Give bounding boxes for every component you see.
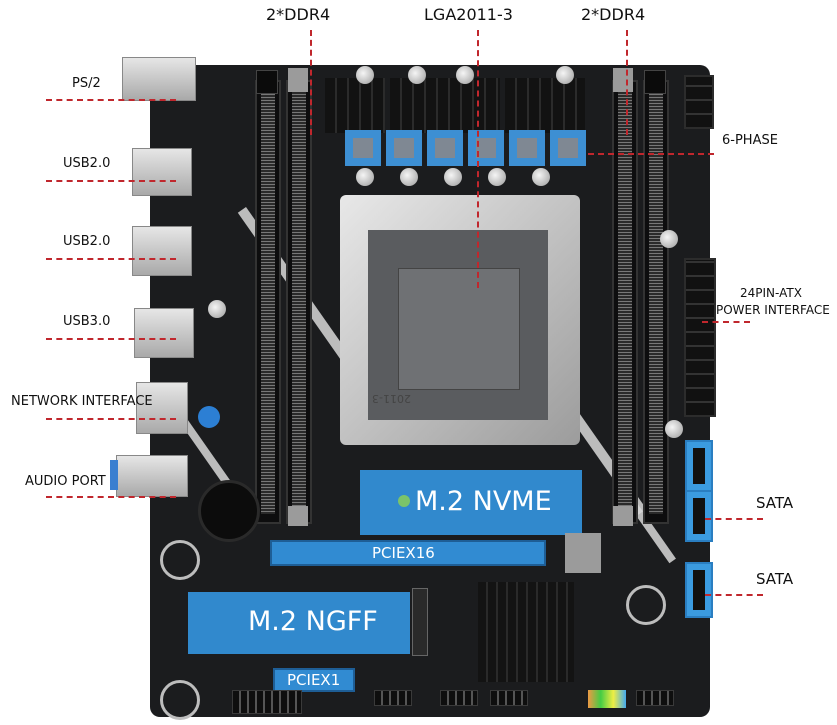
- pcie-x1-label: PCIEX1: [287, 671, 341, 689]
- capacitor: [660, 230, 678, 248]
- vrm-phase-5: [509, 130, 545, 166]
- callout-line: [702, 321, 750, 323]
- m2-connector: [412, 588, 428, 656]
- callout-line: [477, 30, 479, 288]
- pin-header: [636, 690, 674, 706]
- capacitor: [208, 300, 226, 318]
- callout-atx-line1: 24PIN-ATX: [740, 286, 802, 300]
- callout-line: [46, 180, 176, 182]
- dimm-latch: [256, 70, 278, 94]
- socket-stamp: 2011-3: [372, 392, 411, 405]
- ps2-port: [122, 57, 196, 101]
- pin-header: [374, 690, 412, 706]
- callout-usb2-lower: USB2.0: [63, 234, 111, 249]
- dimm-slot-a2: [286, 80, 312, 524]
- callout-usb2-upper: USB2.0: [63, 156, 111, 171]
- pin-header: [440, 690, 478, 706]
- chipset-heatsink: [478, 582, 574, 682]
- callout-line: [626, 30, 628, 135]
- callout-line: [46, 99, 176, 101]
- vrm-phase-1: [345, 130, 381, 166]
- m2-ngff-slot: M.2 NGFF: [188, 592, 410, 654]
- pin-header: [490, 690, 528, 706]
- callout-ddr4-right: 2*DDR4: [581, 5, 646, 24]
- m2-nvme-label: M.2 NVME: [415, 486, 552, 517]
- capacitor: [356, 168, 374, 186]
- callout-ddr4-left: 2*DDR4: [266, 5, 331, 24]
- vrm-phase-6: [550, 130, 586, 166]
- capacitor: [488, 168, 506, 186]
- vrm-heatsink: [390, 78, 500, 133]
- m2-nvme-slot: M.2 NVME: [360, 470, 582, 535]
- callout-line: [46, 418, 176, 420]
- usb2-port-upper: [132, 148, 192, 196]
- cpu-8pin-power: [684, 75, 714, 129]
- dimm-slot-b2: [643, 80, 669, 524]
- fan-header-mark: [160, 540, 200, 580]
- callout-line: [310, 30, 312, 135]
- m2-ngff-label: M.2 NGFF: [248, 606, 378, 637]
- callout-atx-line2: POWER INTERFACE: [716, 303, 830, 317]
- capacitor: [556, 66, 574, 84]
- callout-line: [46, 338, 176, 340]
- rgb-header: [588, 690, 626, 708]
- usb3-port: [134, 308, 194, 358]
- vrm-phase-3: [427, 130, 463, 166]
- audio-codec-cap: [198, 406, 220, 428]
- callout-line: [46, 258, 176, 260]
- dimm-slot-b1: [612, 80, 638, 524]
- pcie-x16-slot: PCIEX16: [270, 540, 546, 566]
- audio-jack-blue: [110, 460, 118, 490]
- usb2-port-lower: [132, 226, 192, 276]
- capacitor: [444, 168, 462, 186]
- capacitor: [532, 168, 550, 186]
- callout-line: [705, 594, 763, 596]
- capacitor: [408, 66, 426, 84]
- atx-24pin-connector: [684, 258, 716, 417]
- callout-line: [588, 153, 714, 155]
- callout-ps2: PS/2: [72, 76, 101, 91]
- callout-cpu-socket: LGA2011-3: [424, 5, 513, 24]
- audio-port: [116, 455, 188, 497]
- fan-header-mark: [626, 585, 666, 625]
- capacitor: [400, 168, 418, 186]
- callout-vrm: 6-PHASE: [722, 133, 778, 148]
- callout-line: [46, 496, 176, 498]
- capacitor: [356, 66, 374, 84]
- m2-standoff-icon: [398, 495, 410, 507]
- pcie-x16-label: PCIEX16: [372, 544, 435, 562]
- vrm-heatsink: [325, 78, 385, 133]
- sata-port-1: [685, 440, 713, 492]
- vrm-heatsink: [505, 78, 585, 133]
- fan-header-mark: [160, 680, 200, 720]
- cmos-battery: [198, 480, 260, 542]
- vrm-phase-4: [468, 130, 504, 166]
- front-panel-header: [232, 690, 302, 714]
- dimm-latch: [613, 506, 633, 526]
- dimm-latch: [613, 68, 633, 92]
- dimm-latch: [644, 70, 666, 94]
- callout-line: [705, 518, 763, 520]
- callout-audio: AUDIO PORT: [25, 474, 106, 489]
- pcie-latch: [565, 533, 601, 573]
- callout-network: NETWORK INTERFACE: [11, 394, 153, 409]
- callout-sata-upper: SATA: [756, 494, 794, 512]
- pcie-x1-slot: PCIEX1: [273, 668, 355, 692]
- cpu-socket-cover: [398, 268, 520, 390]
- capacitor: [665, 420, 683, 438]
- sata-port-3: [685, 562, 713, 618]
- callout-sata-lower: SATA: [756, 570, 794, 588]
- network-port: [136, 382, 188, 434]
- vrm-phase-2: [386, 130, 422, 166]
- dimm-latch: [288, 506, 308, 526]
- capacitor: [456, 66, 474, 84]
- dimm-latch: [288, 68, 308, 92]
- callout-usb3: USB3.0: [63, 314, 111, 329]
- sata-port-2: [685, 490, 713, 542]
- dimm-slot-a1: [255, 80, 281, 524]
